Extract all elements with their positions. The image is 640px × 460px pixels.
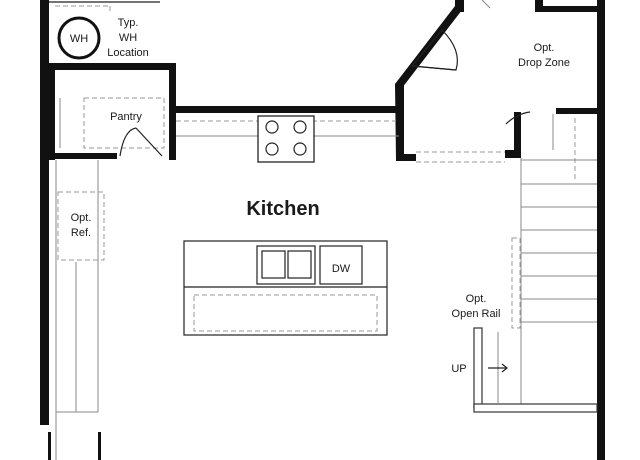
open-rail-label-line-2: Open Rail bbox=[452, 308, 501, 320]
drop-zone-label-line-2: Drop Zone bbox=[518, 57, 570, 69]
cooktop bbox=[257, 115, 315, 163]
open-rail-label-line-1: Opt. bbox=[466, 293, 487, 305]
walls bbox=[40, 0, 605, 460]
refrigerator-label-line-2: Ref. bbox=[71, 227, 91, 239]
kitchen-island bbox=[183, 240, 388, 336]
drop-zone-area bbox=[410, 0, 576, 182]
water-heater-symbol bbox=[57, 16, 101, 60]
room-title: Kitchen bbox=[246, 198, 319, 220]
pantry bbox=[59, 97, 165, 157]
stairs-up-label: UP bbox=[451, 363, 466, 375]
pantry-label: Pantry bbox=[110, 111, 142, 123]
refrigerator-label-line-1: Opt. bbox=[71, 212, 92, 224]
dishwasher bbox=[319, 245, 363, 285]
refrigerator-space bbox=[57, 191, 105, 261]
water-heater-note-line-1: Typ. bbox=[118, 17, 139, 29]
water-heater-circle-label: WH bbox=[70, 33, 88, 45]
water-heater-closet bbox=[49, 1, 160, 60]
drop-zone-label-line-1: Opt. bbox=[534, 42, 555, 54]
water-heater-note-line-2: WH bbox=[119, 32, 137, 44]
dishwasher-label: DW bbox=[332, 263, 351, 275]
water-heater-note-line-3: Location bbox=[107, 47, 149, 59]
upper-counter bbox=[176, 115, 399, 163]
left-counter bbox=[55, 160, 105, 413]
staircase bbox=[473, 158, 598, 413]
